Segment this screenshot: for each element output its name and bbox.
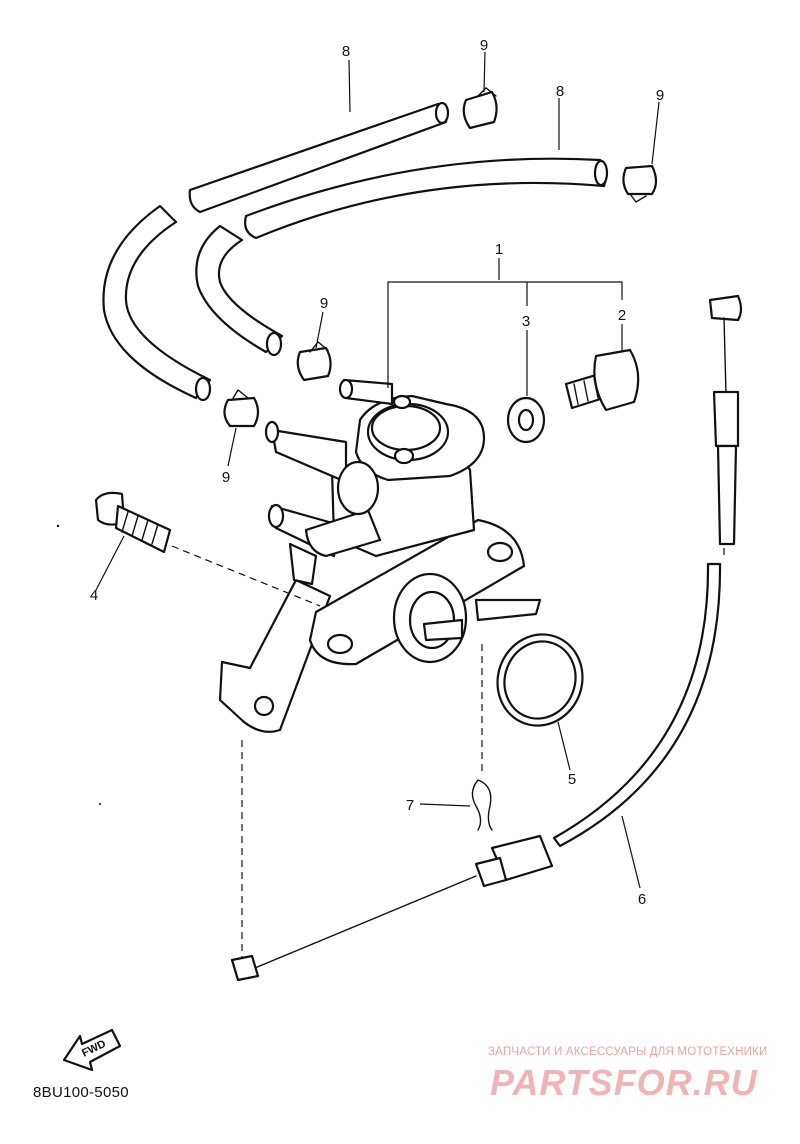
oil-pump-cable (230, 294, 743, 982)
watermark-logo: PARTSFOR.RU (490, 1062, 758, 1103)
flange-bolt (94, 491, 172, 554)
hose-left-curve (102, 204, 212, 402)
callout-part-9: 9 (222, 469, 230, 486)
oil-pump-assembly (218, 378, 542, 733)
scan-speck (99, 803, 101, 805)
leader-lines (95, 51, 725, 958)
hose-clamp (223, 388, 260, 428)
sealing-washer (506, 396, 546, 444)
callout-part-6: 6 (638, 891, 646, 908)
forward-direction-arrow: FWD (62, 1028, 122, 1072)
callout-part-1: 1 (495, 241, 503, 258)
hose-upper-right (244, 157, 609, 240)
callout-part-9: 9 (320, 295, 328, 312)
hose-clamp (462, 87, 498, 130)
callout-part-7: 7 (406, 797, 414, 814)
callout-part-9: 9 (656, 87, 664, 104)
o-ring (496, 633, 584, 727)
callout-part-2: 2 (618, 307, 626, 324)
hose-mid-curve (195, 224, 284, 357)
hose-upper-left (188, 101, 450, 214)
callout-part-4: 4 (90, 587, 98, 604)
hose-clamp (296, 341, 332, 382)
callout-part-5: 5 (568, 771, 576, 788)
pump-mounting-bolt (564, 348, 640, 412)
cable-clip (471, 779, 493, 831)
scan-speck (56, 524, 60, 528)
callout-part-8: 8 (342, 43, 350, 60)
diagram-part-code: 8BU100-5050 (33, 1084, 129, 1101)
hose-clamp (622, 164, 658, 203)
callout-part-8: 8 (556, 83, 564, 100)
watermark-tagline: ЗАПЧАСТИ И АКСЕССУАРЫ ДЛЯ МОТОТЕХНИКИ (488, 1046, 768, 1058)
callout-numbers: 1 2 3 4 5 6 7 8 8 9 9 9 9 (90, 37, 664, 908)
callout-part-9: 9 (480, 37, 488, 54)
callout-part-3: 3 (522, 313, 530, 330)
